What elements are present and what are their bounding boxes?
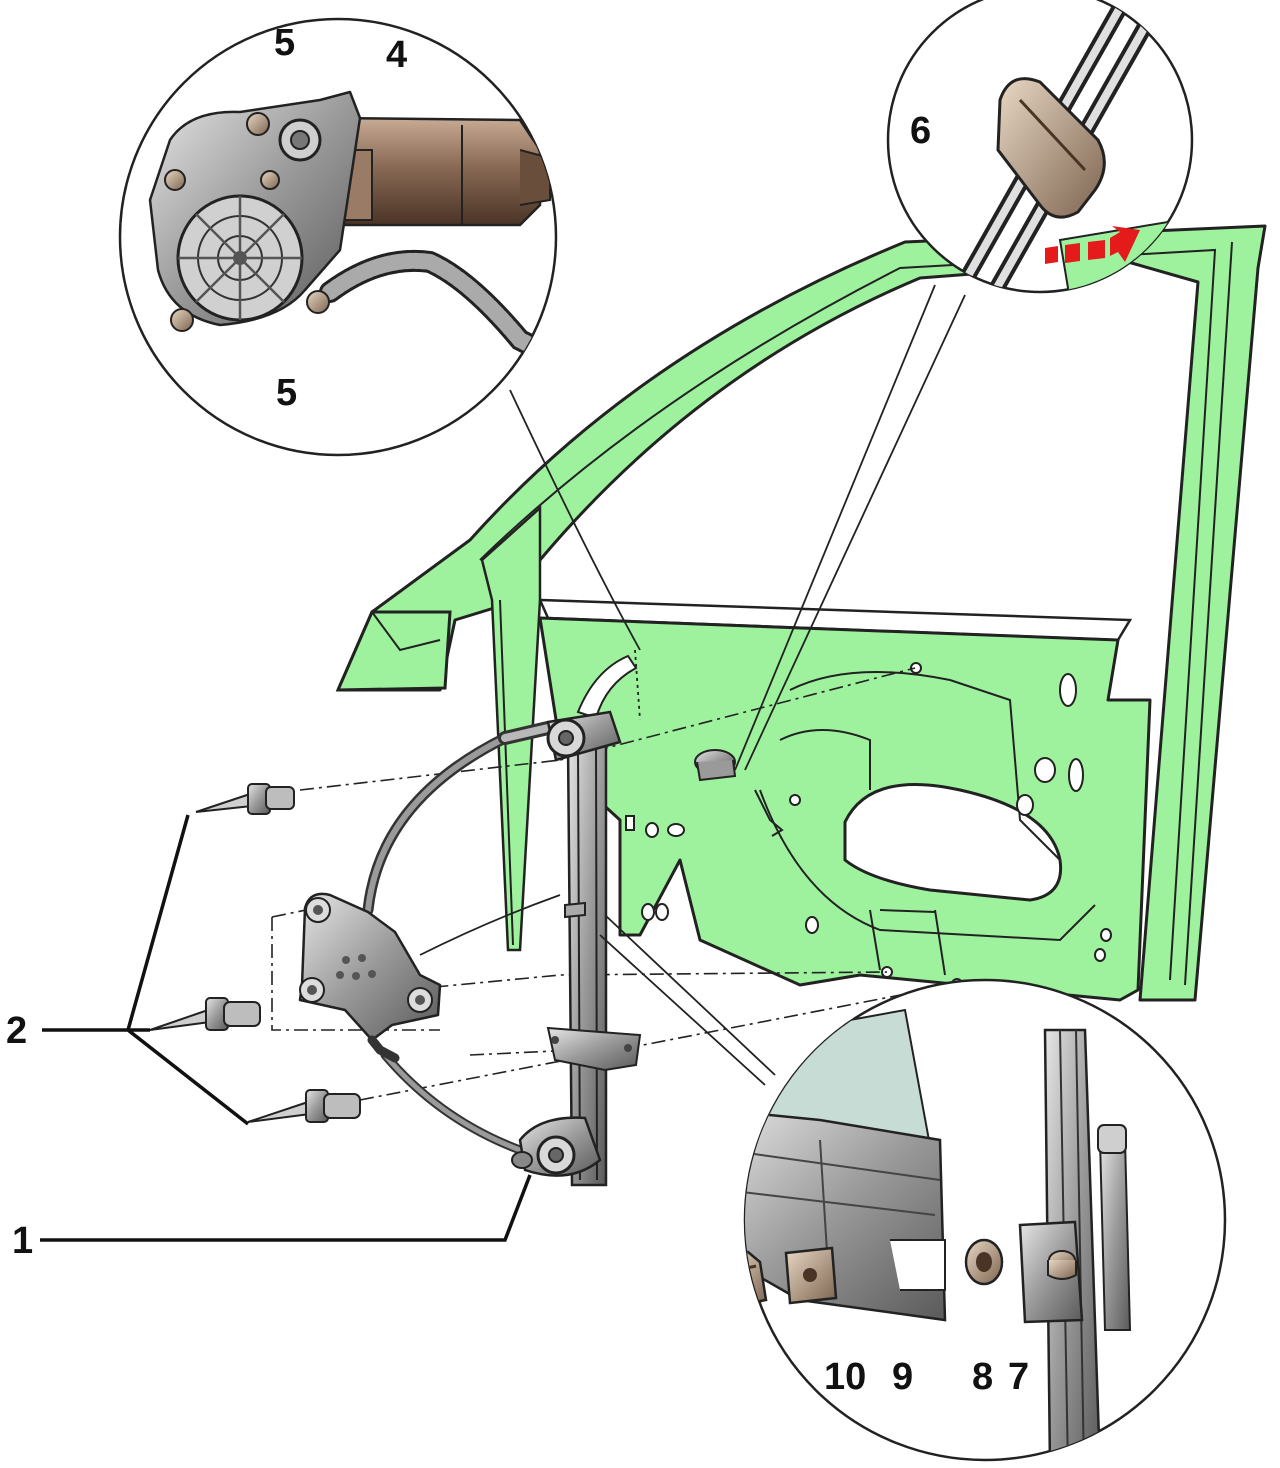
callout-5-top: 5 <box>274 22 296 64</box>
magnifier-cable-clip <box>886 0 1194 294</box>
callout-9: 9 <box>892 1356 914 1398</box>
door-outer-frame <box>336 224 1267 1002</box>
a-pillar <box>480 505 542 952</box>
panel-holes <box>625 662 1112 990</box>
red-dashed-arrow-icon <box>1045 226 1140 264</box>
callout-4: 4 <box>386 34 408 76</box>
callout-8: 8 <box>972 1356 994 1398</box>
magnifier-motor <box>118 17 558 457</box>
door-inner-channel <box>479 248 1217 981</box>
motor-mount-bracket <box>298 892 442 1042</box>
callout-2: 2 <box>6 1010 28 1052</box>
rivet-lower <box>247 1089 361 1123</box>
inner-door-panel <box>538 616 1152 1002</box>
callout-1: 1 <box>12 1220 34 1262</box>
regulator-cable-upper <box>362 732 511 916</box>
panel-arc-slot <box>576 654 638 720</box>
rivet-upper <box>195 783 295 815</box>
glass-channel <box>745 1108 947 1322</box>
magnifier-connectors <box>419 284 966 1086</box>
leader-1 <box>40 1174 532 1242</box>
rivets <box>149 783 361 1123</box>
callout-5-bottom: 5 <box>276 372 298 414</box>
leader-2 <box>42 814 250 1126</box>
clamp-plate <box>784 1246 838 1305</box>
regulator-cable-lower <box>380 1050 525 1155</box>
callout-7: 7 <box>1008 1356 1030 1398</box>
regulator-carrier <box>546 1026 642 1072</box>
motor-mount-bolts <box>164 112 330 332</box>
cable-clip <box>996 77 1106 219</box>
pivot-pin <box>1047 1250 1077 1280</box>
window-regulator <box>298 710 642 1187</box>
rivet-middle <box>149 997 261 1031</box>
callout-6: 6 <box>910 110 932 152</box>
panel-cutout-main <box>843 783 1063 902</box>
callout-10: 10 <box>824 1356 867 1398</box>
bushing <box>964 1238 1004 1286</box>
door-frame <box>335 224 1267 1002</box>
mirror-mount <box>335 610 452 692</box>
magnifier-glass-mount <box>743 978 1227 1462</box>
cable-guide-on-panel <box>694 749 737 782</box>
